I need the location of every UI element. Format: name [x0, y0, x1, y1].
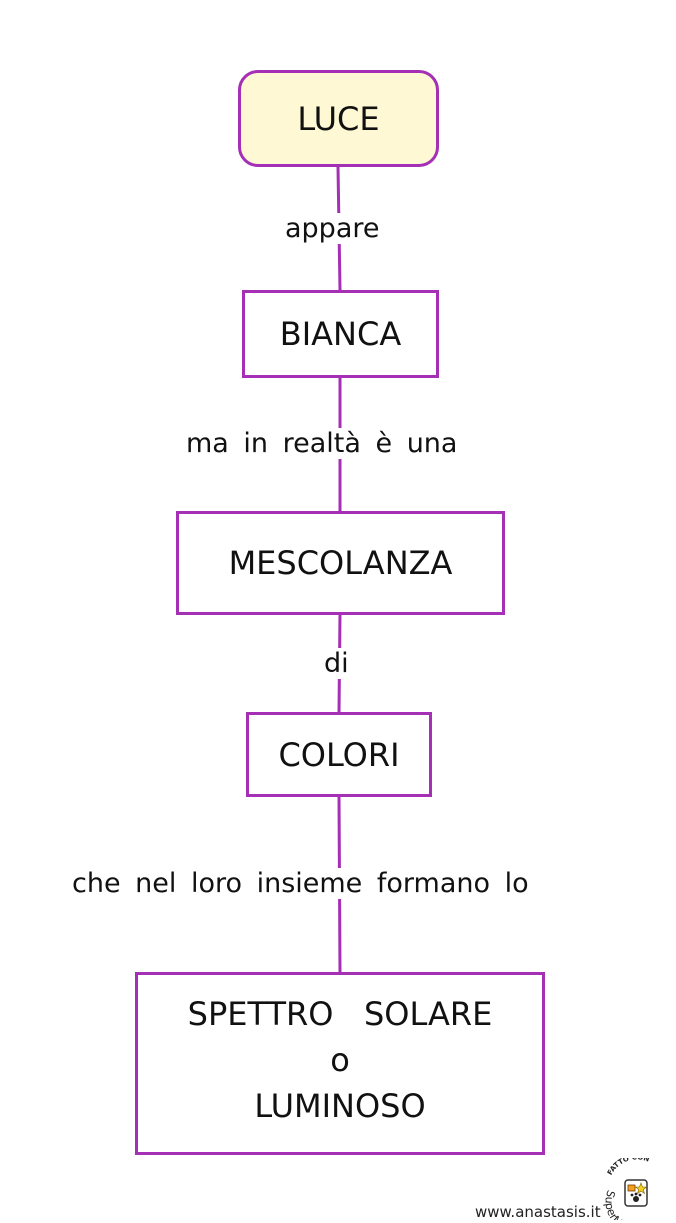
node-luce: LUCE — [238, 70, 439, 167]
edge-label-ma-in-realta: ma in realtà è una — [184, 428, 460, 459]
node-spettro-line-2: o — [330, 1040, 350, 1079]
edge-label-che-nel-loro: che nel loro insieme formano lo — [70, 868, 531, 899]
node-spettro-line-1: SPETTRO SOLARE — [187, 994, 493, 1033]
badge-text-top: FATTO CON — [606, 1158, 651, 1177]
footer-website: www.anastasis.it — [475, 1203, 601, 1221]
node-bianca: BIANCA — [242, 290, 439, 378]
svg-text:FATTO CON: FATTO CON — [606, 1158, 651, 1177]
edge-label-di: di — [322, 648, 351, 679]
node-luce-label: LUCE — [297, 99, 380, 138]
node-mescolanza-label: MESCOLANZA — [228, 544, 453, 582]
supermappe-badge-icon: FATTO CON SuperMappe — [603, 1158, 651, 1220]
node-mescolanza: MESCOLANZA — [176, 511, 505, 615]
node-spettro: SPETTRO SOLARE o LUMINOSO — [135, 972, 545, 1155]
node-colori: COLORI — [246, 712, 432, 797]
node-colori-label: COLORI — [278, 735, 400, 774]
edge-label-appare: appare — [283, 213, 382, 244]
node-spettro-line-3: LUMINOSO — [254, 1086, 426, 1125]
node-bianca-label: BIANCA — [279, 315, 402, 353]
